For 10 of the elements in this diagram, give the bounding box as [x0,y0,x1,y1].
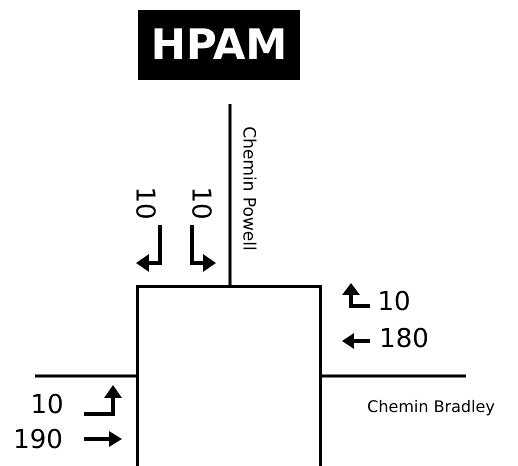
traffic-volume: 190 [13,427,63,453]
road-name: Chemin Powell [240,126,256,250]
road-name: Chemin Bradley [367,399,495,415]
title: HPAM [150,24,288,66]
traffic-volume: 10 [30,392,64,418]
traffic-volume: 180 [379,326,429,352]
traffic-volume: 10 [188,186,214,220]
traffic-volume: 10 [377,289,411,315]
intersection-box [136,285,322,466]
traffic-volume: 10 [132,186,158,220]
